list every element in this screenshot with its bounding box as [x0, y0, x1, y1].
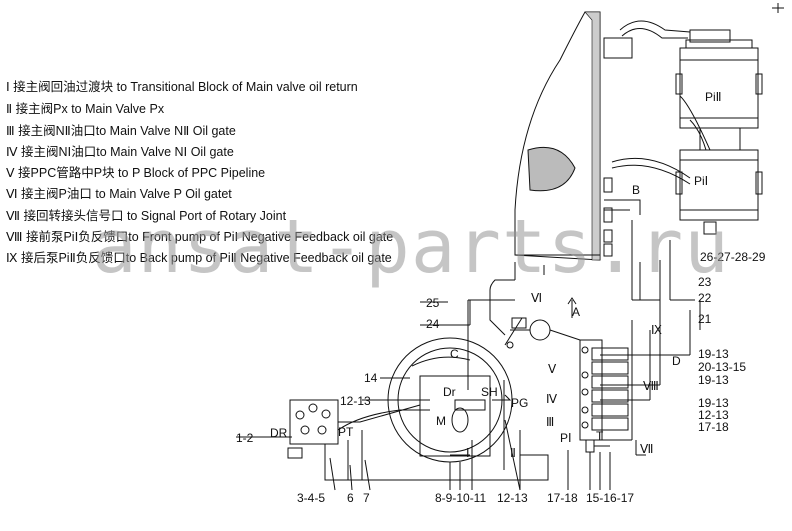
mark-VIII: Ⅷ [643, 379, 659, 393]
legend-line-9: Ⅸ 接后泵PiⅡ负反馈口to Back pump of PiⅡ Negative… [6, 251, 392, 265]
part-22: 22 [698, 291, 712, 305]
return-lines [236, 300, 611, 491]
legend-line-6: Ⅵ 接主阀P油口 to Main Valve P Oil gatet [6, 187, 232, 201]
mark-VII: Ⅶ [640, 442, 653, 456]
mark-IX: Ⅸ [651, 323, 662, 337]
part-26-29: 26-27-28-29 [700, 250, 766, 264]
mark-V: Ⅴ [548, 362, 557, 376]
part-17-18-bottom: 17-18 [547, 491, 578, 505]
legend-line-2: Ⅱ 接主阀Px to Main Valve Px [6, 102, 164, 116]
label-DR: DR [270, 426, 288, 440]
legend-line-7: Ⅶ 接回转接头信号口 to Signal Port of Rotary Join… [6, 209, 286, 223]
label-M: M [436, 414, 446, 428]
legend-text: 接主阀Px to Main Valve Px [15, 102, 165, 116]
legend-text: 接主阀P油口 to Main Valve P Oil gatet [21, 187, 232, 201]
solenoid-valve [287, 399, 339, 459]
legend-line-3: Ⅲ 接主阀NⅡ油口to Main Valve NⅡ Oil gate [6, 124, 236, 138]
legend-text: 接主阀回油过渡块 to Transitional Block of Main v… [13, 80, 358, 94]
label-C: C [450, 347, 459, 361]
signal-lines [635, 262, 701, 456]
label-Dr: Dr [443, 385, 456, 399]
part-25: 25 [426, 296, 440, 310]
legend-text: 接PPC管路中P块 to P Block of PPC Pipeline [18, 166, 266, 180]
label-T: T [596, 429, 604, 443]
legend-line-1: Ⅰ 接主阀回油过渡块 to Transitional Block of Main… [6, 80, 358, 94]
part-12-13-bottom: 12-13 [497, 491, 528, 505]
part-24: 24 [426, 317, 440, 331]
label-A: A [572, 305, 580, 319]
part-19-13c: 19-13 [698, 396, 729, 410]
mark-III: Ⅲ [546, 415, 554, 429]
legend-line-4: Ⅳ 接主阀NⅠ油口to Main Valve NⅠ Oil gate [6, 145, 234, 159]
part-19-13a: 19-13 [698, 347, 729, 361]
part-19-13b: 19-13 [698, 373, 729, 387]
label-pi1: PiⅠ [694, 174, 708, 188]
pump-pi1-body [675, 128, 763, 235]
part-17-18-right: 17-18 [698, 420, 729, 434]
legend-roman: Ⅳ [6, 145, 18, 159]
legend-text: 接后泵PiⅡ负反馈口to Back pump of PiⅡ Negative F… [20, 251, 392, 265]
pilot-pipelines [467, 220, 695, 441]
mark-IV: Ⅳ [546, 392, 557, 406]
label-SH: SH [481, 385, 498, 399]
legend-line-8: Ⅷ 接前泵PiⅠ负反馈口to Front pump of PiⅠ Negativ… [6, 230, 393, 244]
legend-roman: Ⅱ [6, 102, 13, 116]
pump-pi2-body [675, 29, 763, 129]
label-pi2: PiⅡ [705, 90, 722, 104]
legend-text: 接主阀NⅠ油口to Main Valve NⅠ Oil gate [21, 145, 234, 159]
part-23: 23 [698, 275, 712, 289]
legend-roman: Ⅸ [6, 251, 18, 265]
legend-text: 接主阀NⅡ油口to Main Valve NⅡ Oil gate [18, 124, 236, 138]
part-6: 6 [347, 491, 354, 505]
part-7: 7 [363, 491, 370, 505]
part-12-13-left: 12-13 [340, 394, 371, 408]
part-21: 21 [698, 312, 712, 326]
part-1-2: 1-2 [236, 431, 254, 445]
legend-roman: Ⅴ [6, 166, 15, 180]
legend-roman: Ⅰ [6, 80, 10, 94]
part-8-9-10-11: 8-9-10-11 [435, 491, 486, 505]
watermark: ansat-parts.ru [92, 204, 730, 290]
part-12-13-right: 12-13 [698, 408, 729, 422]
part-3-4-5: 3-4-5 [297, 491, 325, 505]
legend-roman: Ⅲ [6, 124, 15, 138]
mark-I: Ⅰ [466, 446, 470, 460]
corner-mark [772, 3, 784, 13]
mark-II: Ⅱ [510, 446, 516, 460]
part-15-16-17: 15-16-17 [586, 491, 634, 505]
legend-text: 接回转接头信号口 to Signal Port of Rotary Joint [23, 209, 287, 223]
pump-hoses [603, 20, 711, 257]
arrow-A [567, 297, 577, 318]
label-PG: PG [511, 396, 528, 410]
legend-line-5: Ⅴ 接PPC管路中P块 to P Block of PPC Pipeline [6, 166, 265, 180]
label-B: B [632, 183, 640, 197]
legend-text: 接前泵PiⅠ负反馈口to Front pump of PiⅠ Negative … [25, 230, 394, 244]
label-P1: PⅠ [560, 431, 572, 445]
accumulator [504, 317, 581, 349]
frame-wall [514, 11, 601, 261]
mark-VI: Ⅵ [531, 291, 542, 305]
part-20-13-15: 20-13-15 [698, 360, 746, 374]
legend-roman: Ⅶ [6, 209, 20, 223]
label-PT: PT [338, 425, 354, 439]
legend-roman: Ⅵ [6, 187, 18, 201]
valve-block-stack [579, 339, 629, 453]
legend-roman: Ⅷ [6, 230, 23, 244]
label-D: D [672, 354, 681, 368]
part-14: 14 [364, 371, 378, 385]
